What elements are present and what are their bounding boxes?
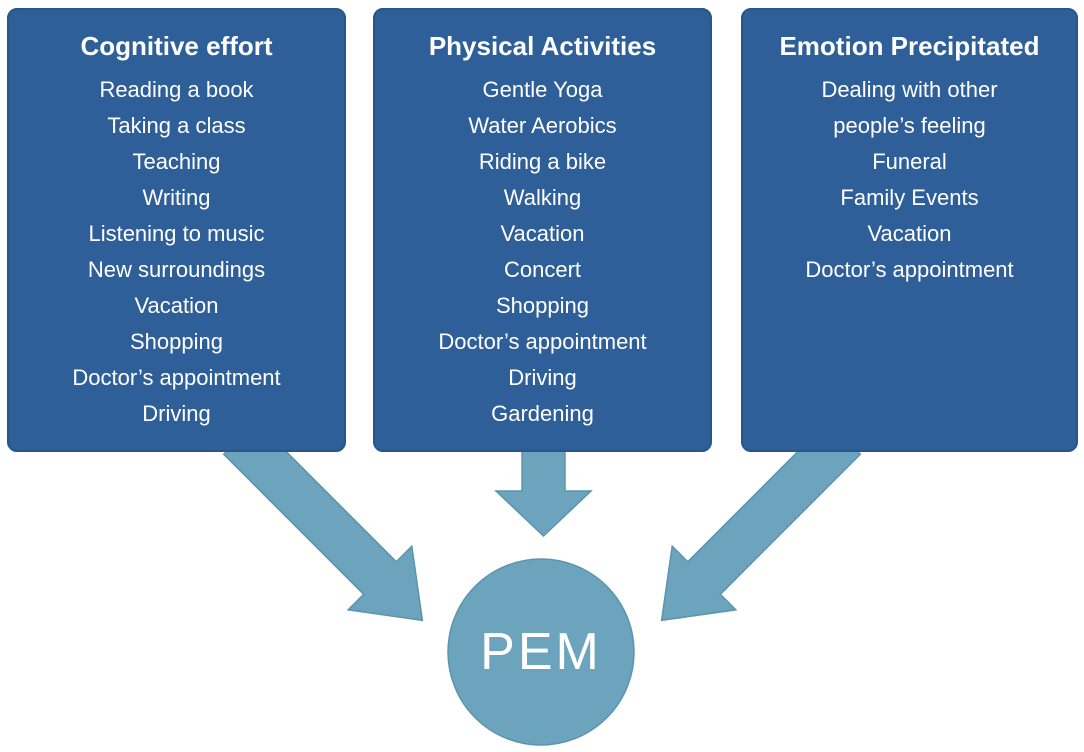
list-item: Listening to music: [88, 221, 265, 246]
list-item: Driving: [142, 401, 211, 426]
list-item: Doctor’s appointment: [72, 365, 281, 390]
list-item: Water Aerobics: [468, 113, 617, 138]
list-item: Walking: [503, 185, 582, 210]
list-item: Taking a class: [107, 113, 246, 138]
list-item: Vacation: [867, 221, 952, 246]
list-item: Vacation: [134, 293, 219, 318]
arrow-physical-to-pem-icon: [494, 439, 593, 538]
pem-circle: [447, 558, 635, 746]
list-item: Doctor’s appointment: [805, 257, 1014, 282]
list-item: Doctor’s appointment: [438, 329, 647, 354]
list-item: Shopping: [130, 329, 223, 354]
list-item: Driving: [508, 365, 577, 390]
card-title-emotion-precipitated: Emotion Precipitated: [779, 31, 1040, 61]
list-item: Vacation: [500, 221, 585, 246]
arrow-cognitive-to-pem-icon: [222, 420, 424, 622]
list-item: Concert: [503, 257, 582, 282]
list-item: Family Events: [840, 185, 979, 210]
card-title-physical-activities: Physical Activities: [428, 31, 657, 61]
list-item: Teaching: [132, 149, 221, 174]
arrow-emotion-to-pem-icon: [660, 420, 862, 622]
list-item: Gentle Yoga: [482, 77, 603, 102]
list-item: Reading a book: [99, 77, 254, 102]
card-title-cognitive-effort: Cognitive effort: [80, 31, 273, 61]
list-item: Writing: [142, 185, 211, 210]
list-item: Dealing with other people’s feeling: [821, 77, 998, 138]
list-item: Funeral: [872, 149, 947, 174]
list-item: Gardening: [491, 401, 594, 426]
list-item: Shopping: [496, 293, 589, 318]
list-item: Riding a bike: [478, 149, 607, 174]
pem-label: PEM: [480, 623, 602, 681]
card-emotion-precipitated: Emotion Precipitated Dealing with other …: [741, 8, 1078, 452]
list-item: New surroundings: [87, 257, 266, 282]
